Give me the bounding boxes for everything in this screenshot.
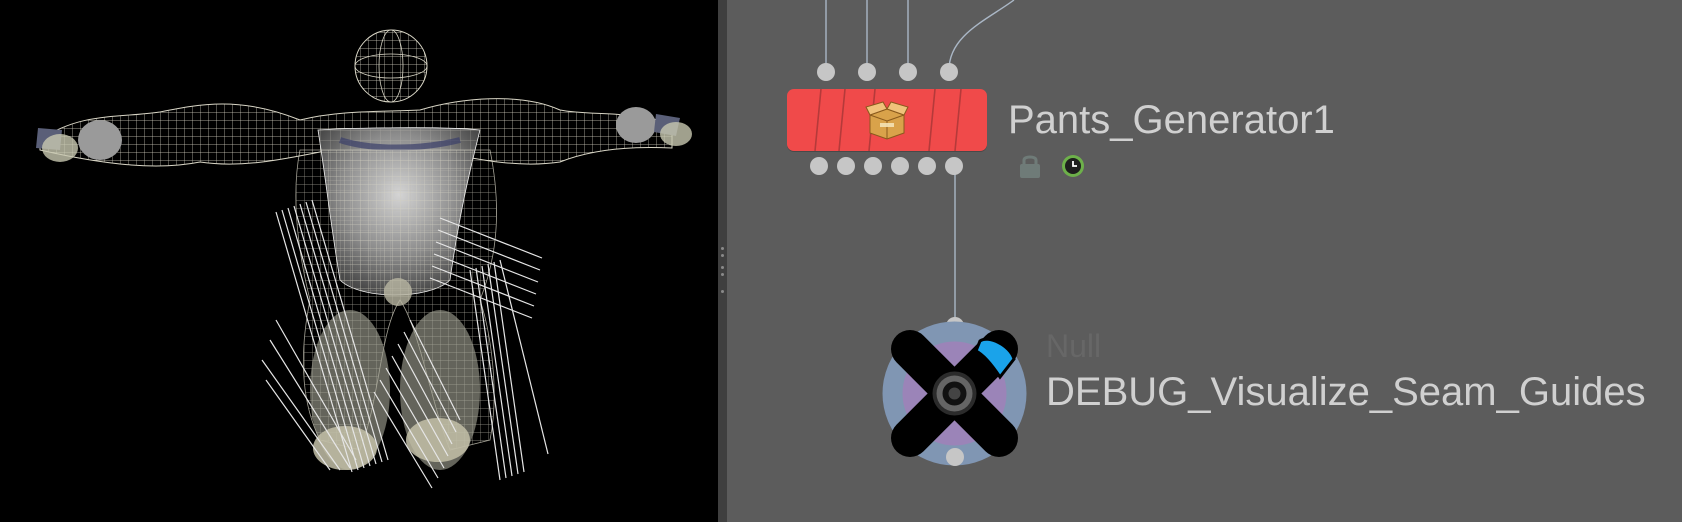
input-port[interactable] (899, 63, 917, 81)
input-port[interactable] (817, 63, 835, 81)
splitter-grip-dot (721, 266, 724, 269)
network-wires (825, 0, 1015, 326)
wireframe-character-model (36, 29, 692, 489)
input-wire[interactable] (948, 0, 1015, 71)
network-editor[interactable]: Pants_Generator1 (727, 0, 1682, 522)
head-wireframe (354, 29, 428, 103)
pants-generator-node[interactable] (787, 89, 987, 151)
node-name-label[interactable]: DEBUG_Visualize_Seam_Guides (1046, 370, 1646, 414)
node-name-label[interactable]: Pants_Generator1 (1008, 98, 1335, 142)
pane-splitter[interactable] (718, 0, 727, 522)
output-port[interactable] (810, 157, 828, 175)
output-port[interactable] (837, 157, 855, 175)
output-port[interactable] (918, 157, 936, 175)
arms-wireframe (36, 98, 692, 167)
splitter-grip-dot (721, 254, 724, 257)
splitter-grip-dot (721, 273, 724, 276)
node-type-label: Null (1046, 328, 1102, 364)
debug-null-node[interactable] (882, 321, 1027, 466)
package-box-icon (865, 101, 909, 140)
output-port[interactable] (945, 157, 963, 175)
output-port[interactable] (864, 157, 882, 175)
output-port[interactable] (891, 157, 909, 175)
input-port[interactable] (858, 63, 876, 81)
scene-viewport[interactable] (0, 0, 718, 522)
input-port[interactable] (940, 63, 958, 81)
null-node-icon (882, 321, 1027, 466)
seam-guide-lines (261, 199, 549, 489)
lock-icon[interactable] (1017, 152, 1043, 180)
clock-icon[interactable] (1060, 153, 1086, 179)
output-port[interactable] (946, 448, 964, 466)
splitter-grip-dot (721, 290, 724, 293)
splitter-grip-dot (721, 247, 724, 250)
